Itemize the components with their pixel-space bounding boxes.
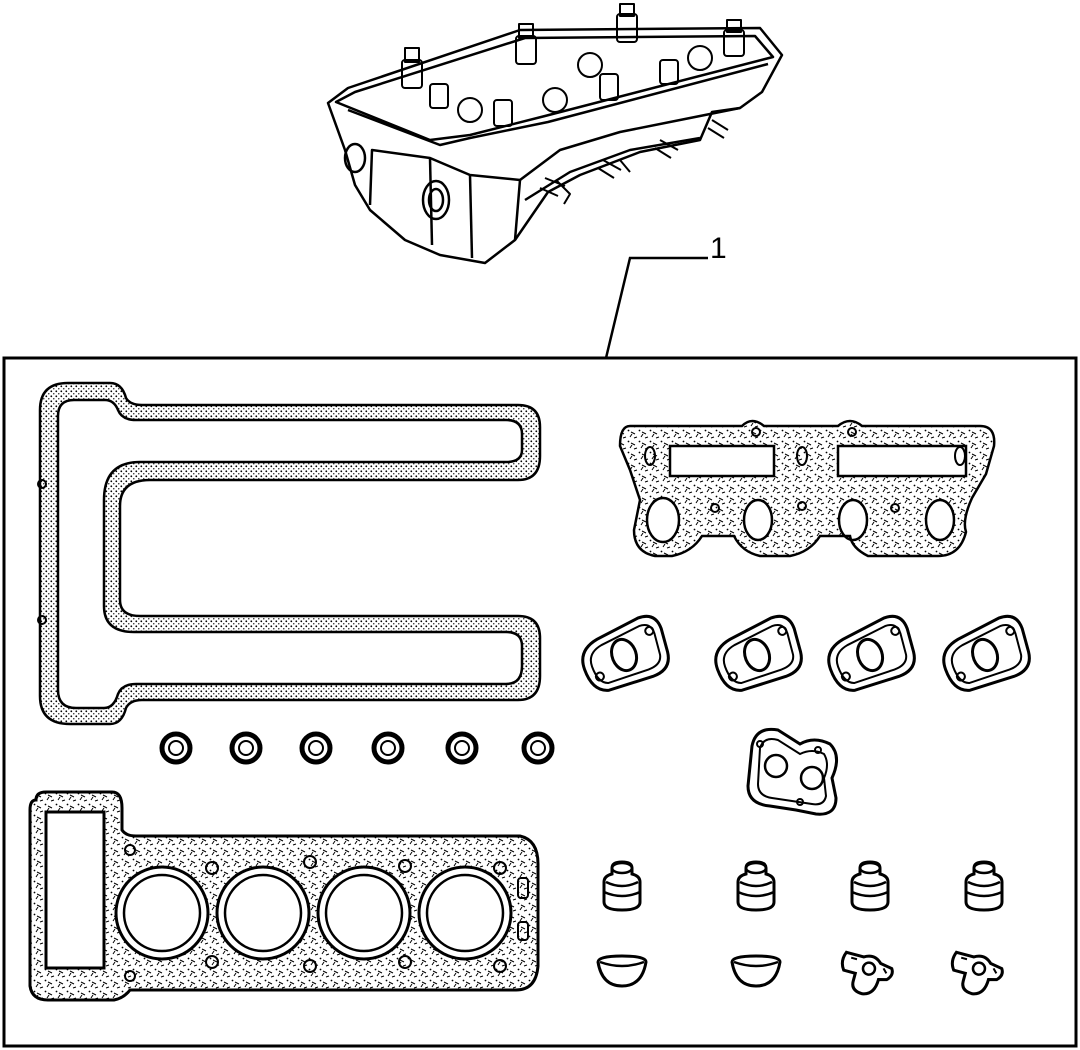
half-moon-plug (596, 954, 648, 988)
cylinder-head-illustration (326, 3, 784, 265)
half-moon-plug (730, 954, 782, 988)
intake-manifold-gasket (618, 419, 996, 558)
gasket-kit-frame (2, 356, 1078, 1048)
spark-plug-tube-seal (371, 731, 405, 765)
valve-cover-gasket (38, 381, 542, 726)
exhaust-port-gasket (942, 614, 1031, 692)
valve-stem-seal (602, 860, 642, 912)
spark-plug-tube-seal (445, 731, 479, 765)
spark-plug-tube-seal (159, 731, 193, 765)
valve-stem-seal (964, 860, 1004, 912)
exhaust-port-gasket-set (581, 614, 1031, 692)
valve-stem-seal (850, 860, 890, 912)
cylinder-head-gasket (28, 790, 540, 1002)
clip-seal (950, 950, 1004, 996)
exhaust-port-gasket (827, 614, 916, 692)
half-moon-plug-set (596, 954, 782, 988)
callout-label-1: 1 (710, 232, 727, 265)
exhaust-port-gasket (714, 614, 803, 692)
clip-seal (840, 950, 894, 996)
clip-seal-set (840, 950, 1004, 996)
valve-stem-seal-set (602, 860, 1004, 912)
callout-leader-1: 1 (604, 232, 727, 359)
small-flange-gasket (746, 727, 838, 816)
spark-plug-tube-seal (229, 731, 263, 765)
exhaust-port-gasket (581, 614, 670, 692)
spark-plug-tube-seal (521, 731, 555, 765)
valve-stem-seal (736, 860, 776, 912)
spark-plug-tube-seal (299, 731, 333, 765)
spark-plug-tube-seal-set (159, 731, 555, 765)
